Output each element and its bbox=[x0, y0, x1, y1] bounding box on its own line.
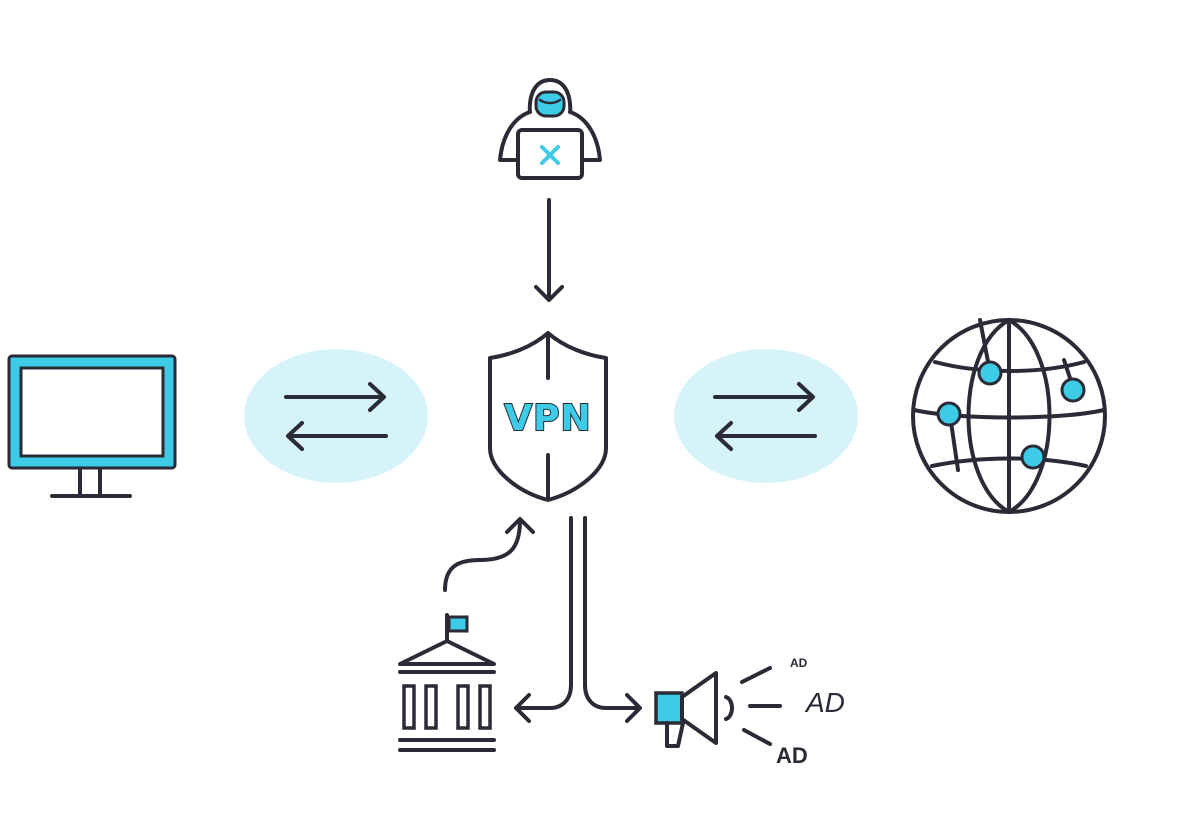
right-exchange-arrows bbox=[674, 349, 858, 483]
ad-label-small: AD bbox=[790, 656, 808, 670]
vpn-to-government-arrow bbox=[514, 516, 573, 723]
megaphone-icon bbox=[654, 666, 782, 748]
left-exchange-arrows bbox=[244, 349, 428, 483]
vpn-to-advertiser-arrow bbox=[583, 516, 642, 723]
monitor-icon bbox=[7, 354, 177, 498]
globe-icon bbox=[911, 318, 1107, 514]
hacker-to-vpn-arrow bbox=[534, 198, 564, 302]
shield-icon: VPN bbox=[488, 331, 608, 502]
hacker-icon bbox=[498, 78, 602, 180]
ad-label-bold: AD bbox=[776, 743, 808, 768]
government-to-vpn-arrow bbox=[443, 517, 535, 592]
ad-label-italic: AD bbox=[804, 687, 845, 718]
government-building-icon bbox=[398, 613, 496, 752]
vpn-label: VPN bbox=[504, 398, 591, 439]
